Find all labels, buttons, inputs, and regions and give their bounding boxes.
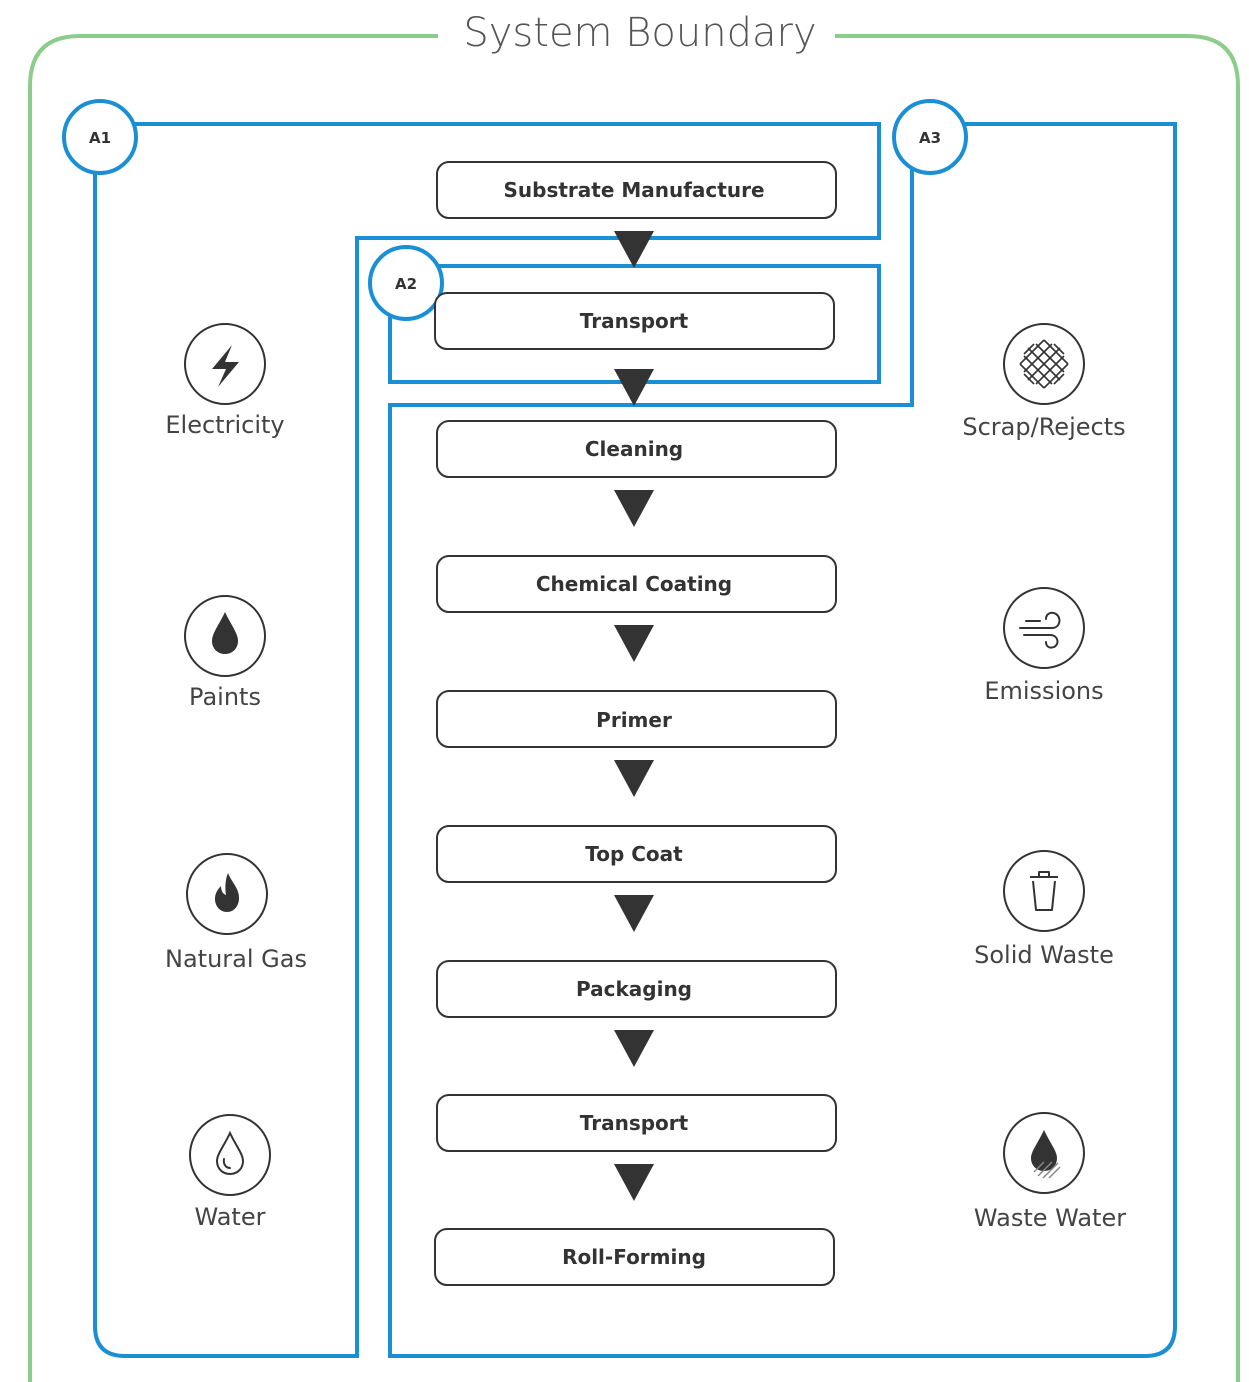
- output-label: Waste Water: [974, 1204, 1126, 1232]
- page-title: System Boundary: [463, 10, 816, 56]
- flow-arrow: [614, 895, 654, 932]
- input-paints: Paints: [184, 595, 266, 711]
- flow-arrow: [614, 1030, 654, 1067]
- stage-badge-a3-label: A3: [919, 129, 941, 147]
- step-label: Transport: [580, 309, 689, 333]
- input-label: Paints: [189, 683, 261, 711]
- input-natural-gas: Natural Gas: [165, 853, 307, 973]
- input-label: Water: [195, 1203, 266, 1231]
- wind-icon: [1019, 611, 1061, 649]
- flame-icon: [215, 873, 239, 912]
- output-label: Scrap/Rejects: [962, 413, 1125, 441]
- step-label: Packaging: [576, 977, 692, 1001]
- system-boundary-outline: [28, 34, 1240, 1382]
- flow-arrow: [614, 490, 654, 527]
- step-chemical-coating: Chemical Coating: [436, 555, 837, 613]
- stage-badge-a2-label: A2: [395, 275, 417, 293]
- stage-badge-a1-label: A1: [89, 129, 111, 147]
- step-roll-forming: Roll-Forming: [434, 1228, 835, 1286]
- step-packaging: Packaging: [436, 960, 837, 1018]
- flow-arrow: [614, 1164, 654, 1201]
- flow-arrow: [614, 760, 654, 797]
- step-label: Cleaning: [585, 437, 683, 461]
- step-label: Chemical Coating: [536, 572, 732, 596]
- output-solid-waste: Solid Waste: [974, 850, 1114, 969]
- paint-drop-icon: [212, 612, 238, 654]
- output-scrap-rejects: Scrap/Rejects: [962, 323, 1126, 441]
- stage-a3-outline: [388, 122, 1177, 1358]
- stage-badge-a3: A3: [892, 99, 968, 175]
- step-label: Top Coat: [585, 842, 683, 866]
- output-emissions: Emissions: [984, 587, 1104, 705]
- step-label: Substrate Manufacture: [503, 178, 764, 202]
- stage-a1-outline: [93, 122, 881, 1358]
- flow-arrow: [614, 369, 654, 406]
- step-label: Primer: [596, 708, 672, 732]
- flow-arrow: [614, 625, 654, 662]
- mesh-icon: [1019, 339, 1069, 389]
- waste-water-icon: [1031, 1130, 1061, 1179]
- output-label: Solid Waste: [974, 941, 1114, 969]
- flow-arrow: [614, 231, 654, 268]
- water-drop-icon: [215, 1130, 245, 1176]
- step-transport-outbound: Transport: [436, 1094, 837, 1152]
- input-water: Water: [189, 1114, 271, 1231]
- lightning-icon: [212, 345, 239, 387]
- stage-badge-a1: A1: [62, 99, 138, 175]
- step-label: Transport: [580, 1111, 689, 1135]
- input-label: Electricity: [165, 411, 284, 439]
- step-transport-inbound: Transport: [434, 292, 835, 350]
- step-top-coat: Top Coat: [436, 825, 837, 883]
- water-drop-highlight: [222, 1158, 231, 1169]
- input-electricity: Electricity: [165, 323, 285, 439]
- step-primer: Primer: [436, 690, 837, 748]
- trash-icon: [1030, 871, 1058, 911]
- input-label: Natural Gas: [165, 945, 307, 973]
- output-label: Emissions: [984, 677, 1103, 705]
- stage-badge-a2: A2: [368, 245, 444, 321]
- output-waste-water: Waste Water: [974, 1112, 1126, 1232]
- step-substrate-manufacture: Substrate Manufacture: [436, 161, 837, 219]
- step-cleaning: Cleaning: [436, 420, 837, 478]
- step-label: Roll-Forming: [562, 1245, 706, 1269]
